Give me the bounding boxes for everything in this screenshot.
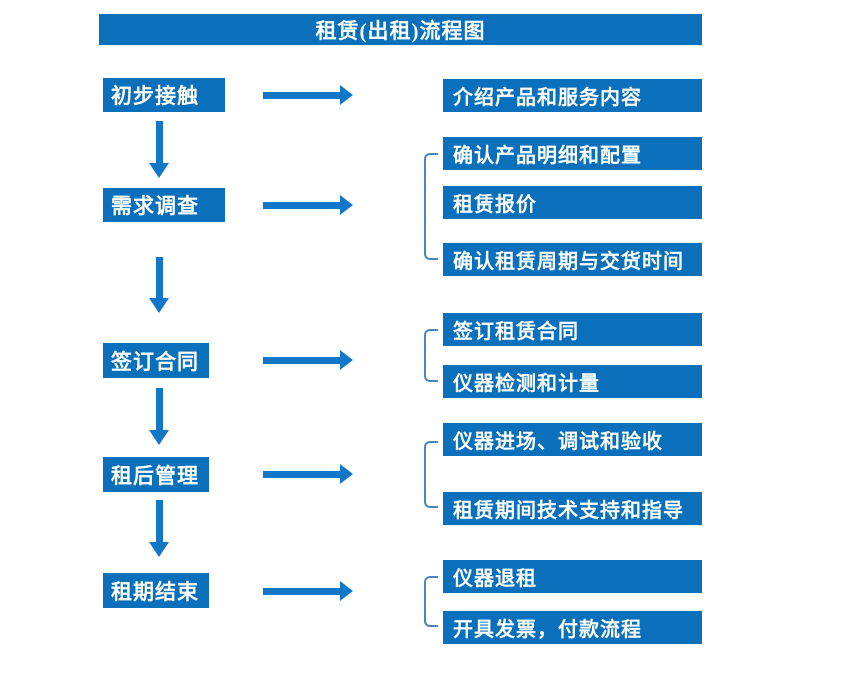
- down-arrow-icon: [149, 500, 169, 557]
- output-label: 仪器退租: [453, 568, 537, 590]
- output-box-introduce-products: 介绍产品和服务内容: [443, 79, 702, 112]
- output-box-rental-quotation: 租赁报价: [443, 186, 702, 219]
- step-box-post-rental-management: 租后管理: [103, 457, 209, 492]
- step-label: 租期结束: [111, 579, 199, 604]
- right-arrow-icon: [263, 581, 353, 601]
- output-label: 确认产品明细和配置: [453, 145, 642, 167]
- flowchart-title: 租赁(出租)流程图: [99, 14, 702, 45]
- group-bracket-icon: [424, 153, 438, 260]
- step-label: 租后管理: [111, 463, 199, 488]
- right-arrow-icon: [263, 85, 353, 105]
- output-box-confirm-product-details: 确认产品明细和配置: [443, 137, 702, 170]
- group-bracket-icon: [424, 441, 438, 508]
- step-box-rental-end: 租期结束: [103, 573, 209, 608]
- down-arrow-icon: [149, 388, 169, 445]
- right-arrow-icon: [263, 350, 353, 370]
- step-box-initial-contact: 初步接触: [103, 78, 225, 112]
- step-label: 签订合同: [111, 349, 199, 374]
- step-label: 初步接触: [111, 84, 199, 108]
- output-label: 签订租赁合同: [453, 321, 579, 343]
- output-label: 租赁期间技术支持和指导: [453, 500, 684, 522]
- flowchart-title-text: 租赁(出租)流程图: [315, 18, 486, 43]
- output-box-technical-support: 租赁期间技术支持和指导: [443, 492, 702, 525]
- output-box-instrument-setup: 仪器进场、调试和验收: [443, 423, 702, 456]
- down-arrow-icon: [149, 257, 169, 313]
- output-box-instrument-inspection: 仪器检测和计量: [443, 365, 702, 398]
- output-box-sign-rental-contract: 签订租赁合同: [443, 313, 702, 346]
- step-box-demand-survey: 需求调查: [103, 188, 225, 222]
- output-label: 开具发票，付款流程: [453, 619, 642, 641]
- group-bracket-icon: [424, 329, 438, 382]
- step-box-sign-contract: 签订合同: [103, 343, 209, 378]
- output-box-invoice-payment: 开具发票，付款流程: [443, 611, 702, 644]
- right-arrow-icon: [263, 464, 353, 484]
- down-arrow-icon: [149, 121, 169, 178]
- output-box-instrument-return: 仪器退租: [443, 560, 702, 593]
- output-label: 介绍产品和服务内容: [453, 87, 642, 109]
- output-label: 租赁报价: [453, 194, 537, 216]
- step-label: 需求调查: [111, 194, 199, 218]
- right-arrow-icon: [263, 195, 353, 215]
- group-bracket-icon: [424, 576, 438, 627]
- output-label: 仪器进场、调试和验收: [453, 431, 663, 453]
- output-box-confirm-rental-period: 确认租赁周期与交货时间: [443, 243, 702, 276]
- output-label: 确认租赁周期与交货时间: [453, 251, 684, 273]
- output-label: 仪器检测和计量: [453, 373, 600, 395]
